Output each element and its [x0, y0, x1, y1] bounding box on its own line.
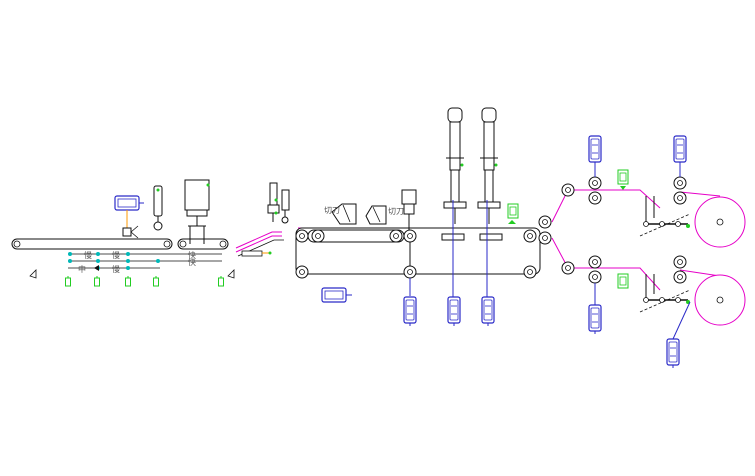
tall-cylinder-2 [477, 107, 503, 300]
tension-arm-top [639, 196, 691, 237]
main-motor-2 [447, 296, 461, 327]
photo-sensor-3 [125, 275, 131, 287]
main-motor-1 [403, 296, 417, 327]
label-middle: 中 [78, 264, 86, 274]
cutter-left: 切刀 [324, 203, 357, 225]
label-cut-left: 切刀 [324, 206, 340, 215]
photo-sensor-1 [65, 275, 71, 287]
winder-motor-top-left [588, 135, 602, 166]
main-motor-horizontal [321, 287, 352, 303]
guide-roller-top [561, 183, 575, 197]
tension-arm-bottom [639, 274, 691, 313]
sensor-mark-left [29, 269, 37, 279]
winding-reel-bottom [694, 274, 746, 326]
upper-roller-2 [588, 191, 602, 205]
main-motor-3 [481, 296, 495, 327]
label-conveyor-b: 慢 [112, 250, 120, 260]
press-unit [184, 179, 210, 244]
winder-motor-bottom-left [588, 304, 602, 335]
label-conveyor-d: 慢 [112, 264, 120, 274]
label-fast-2: 快 [188, 257, 196, 267]
photo-sensor-4 [153, 275, 159, 287]
speed-lines: 慢 慢 快 中 慢 快 [68, 250, 222, 274]
sensor-box-top [617, 169, 629, 190]
transfer-chute [235, 231, 284, 257]
winder-motor-bottom-right [666, 338, 680, 369]
lower-roller-3 [673, 255, 687, 269]
upper-roller-3 [673, 176, 687, 190]
gripper-right [281, 189, 290, 224]
guide-roller-bottom [561, 261, 575, 275]
upper-roller-4 [673, 191, 687, 205]
main-press [401, 189, 417, 230]
winding-reel-top [694, 196, 746, 248]
cutter-right: 切刀 [365, 205, 404, 225]
main-conveyor [295, 215, 552, 279]
sensor-box-bottom [617, 273, 629, 289]
feed-motor [114, 195, 144, 239]
label-conveyor-c: 快 [188, 250, 196, 260]
photo-sensor-5 [218, 275, 224, 287]
lower-roller-4 [673, 270, 687, 284]
gripper-left [267, 182, 280, 222]
feed-conveyor [11, 238, 229, 250]
upper-roller-1 [588, 176, 602, 190]
label-cut-right: 切刀 [388, 207, 404, 216]
sensor-cluster-main [507, 203, 519, 224]
winder-motor-top-right [673, 135, 687, 166]
sensor-mark-right [227, 269, 235, 279]
label-conveyor-a: 慢 [84, 250, 92, 260]
lower-roller-2 [588, 270, 602, 284]
tall-cylinder-1 [441, 107, 467, 300]
photo-sensor-2 [94, 275, 100, 287]
lower-roller-1 [588, 255, 602, 269]
feed-cylinder [153, 185, 163, 231]
winding-web [551, 189, 721, 291]
